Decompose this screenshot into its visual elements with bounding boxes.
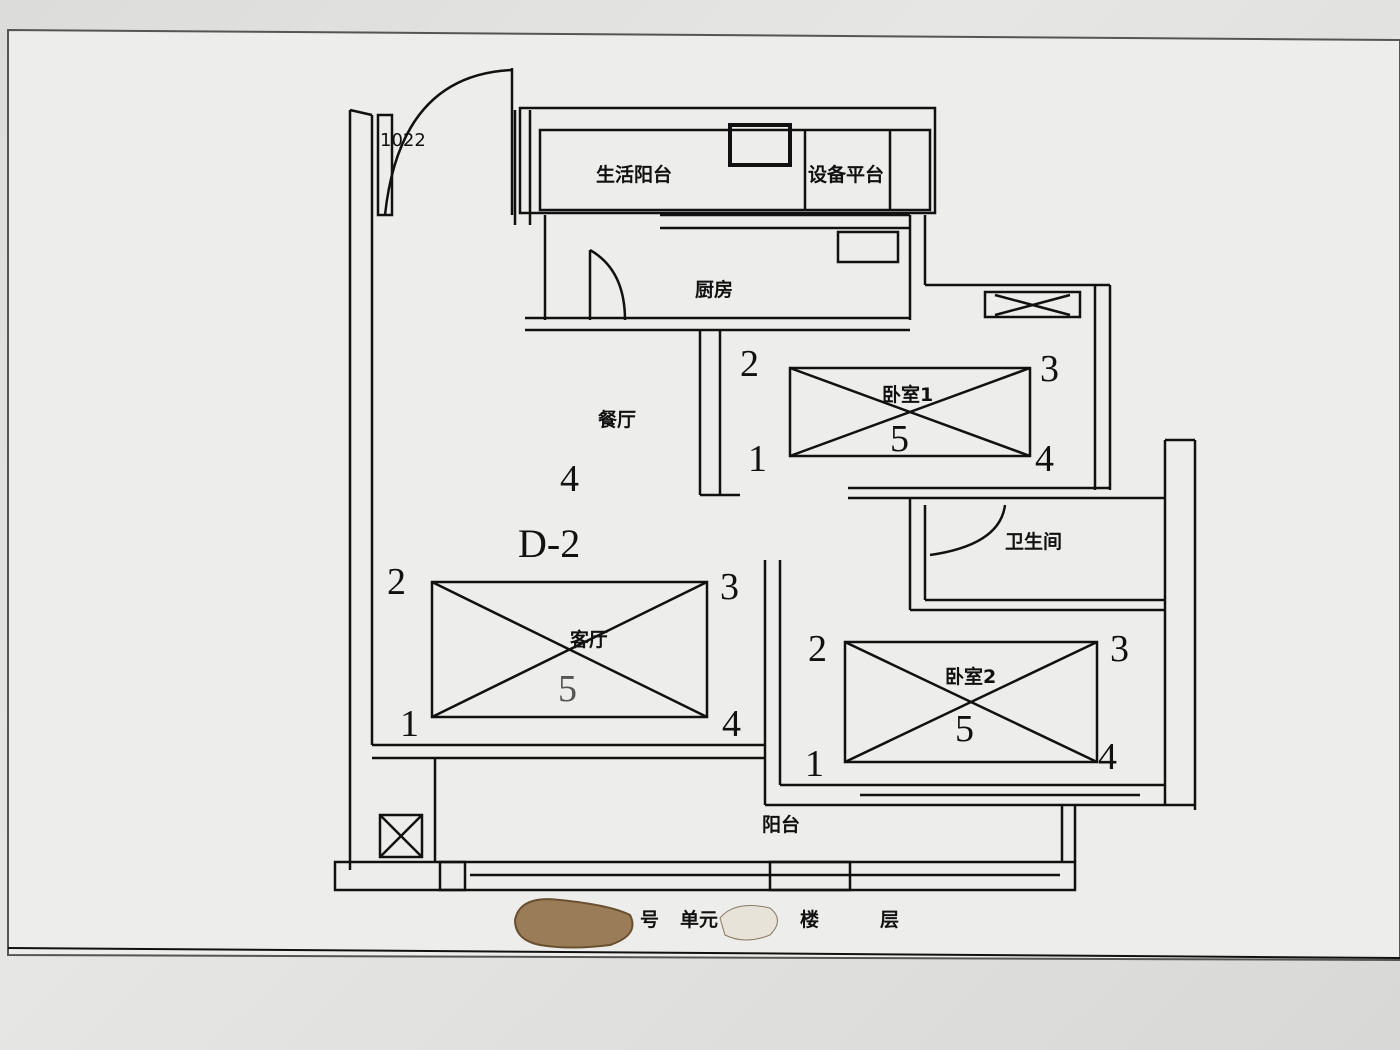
footer-part-4: 层	[880, 909, 900, 931]
footer-part-3: 楼	[800, 909, 820, 931]
footer-part-2: 单元	[680, 909, 719, 931]
bed2-bed	[843, 640, 1099, 764]
bed2-marker-5: 5	[955, 708, 974, 750]
room-label-equipment-platform: 设备平台	[808, 164, 885, 186]
living-marker-5: 5	[558, 668, 577, 710]
bed1-marker-1: 1	[748, 438, 767, 480]
balcony-rail	[333, 860, 1077, 892]
room-label-bedroom2: 卧室2	[945, 666, 997, 688]
service-balcony-wall	[518, 106, 937, 215]
bed2-marker-1: 1	[805, 743, 824, 785]
room-label-kitchen: 厨房	[695, 279, 734, 301]
stain	[513, 898, 634, 949]
bed2-marker-3: 3	[1110, 628, 1129, 670]
plan-code: D-2	[518, 521, 581, 566]
balcony-column-2	[768, 860, 852, 892]
bed1-marker-2: 2	[740, 343, 759, 385]
vent-box	[983, 290, 1082, 319]
bed2-marker-4: 4	[1098, 736, 1117, 778]
living-marker-1: 1	[400, 703, 419, 745]
bed2-marker-2: 2	[808, 628, 827, 670]
dining-number: 4	[560, 458, 579, 500]
living-marker-3: 3	[720, 566, 739, 608]
kitchen-fixture	[836, 230, 900, 264]
room-label-balcony: 阳台	[762, 814, 801, 836]
bed1-marker-4: 4	[1035, 438, 1054, 480]
footer-part-1: 号	[640, 909, 660, 931]
room-label-service-balcony: 生活阳台	[596, 164, 673, 186]
room-label-bathroom: 卫生间	[1005, 531, 1063, 553]
balcony-column-1	[438, 860, 467, 892]
entrance-door-arc	[383, 68, 513, 216]
bed1-marker-5: 5	[890, 418, 909, 460]
balcony-box	[378, 813, 424, 859]
appliance-box	[728, 123, 792, 167]
door-tag: 1022	[380, 130, 426, 151]
living-marker-2: 2	[387, 561, 406, 603]
bottom-line	[7, 947, 1400, 959]
room-label-dining: 餐厅	[598, 409, 637, 431]
bed1-bed	[788, 366, 1032, 458]
kitchen-door-arc	[589, 248, 627, 321]
living-bed	[430, 580, 709, 719]
room-label-living: 客厅	[570, 629, 609, 651]
living-marker-4: 4	[722, 703, 741, 745]
bathroom-door-arc	[929, 504, 1007, 557]
bed1-marker-3: 3	[1040, 348, 1059, 390]
room-label-bedroom1: 卧室1	[882, 384, 934, 406]
